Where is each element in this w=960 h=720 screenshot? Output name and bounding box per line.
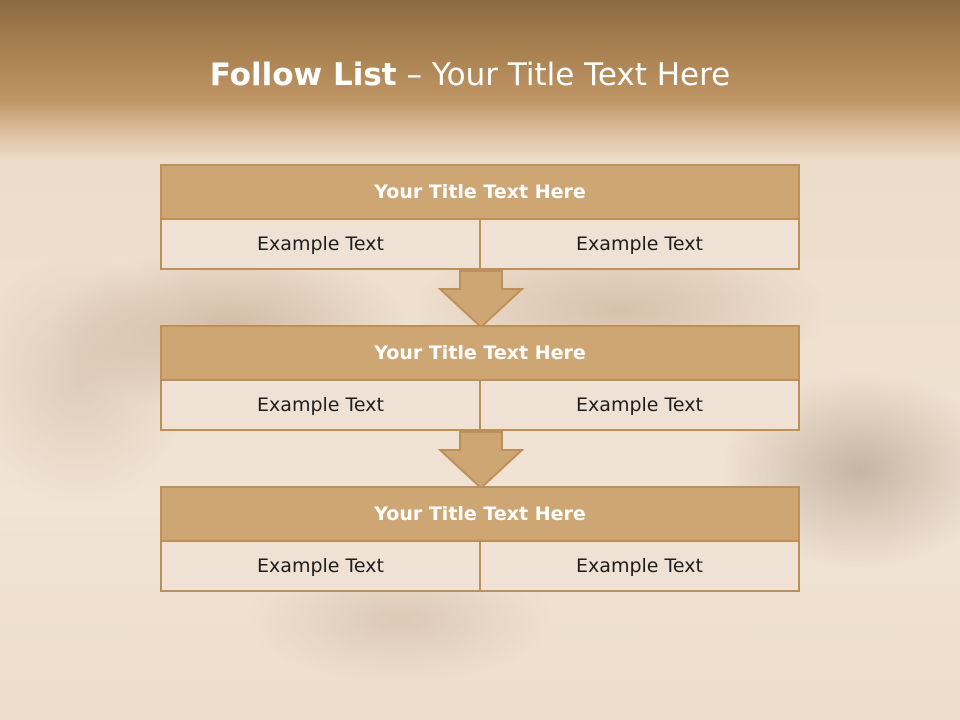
block-heading: Your Title Text Here [160, 325, 800, 381]
block-cell-right: Example Text [479, 220, 798, 268]
title-rest-part: – Your Title Text Here [396, 57, 731, 93]
list-block-1: Your Title Text Here Example Text Exampl… [160, 164, 800, 270]
slide-title: Follow List – Your Title Text Here [0, 52, 940, 98]
block-cell-right: Example Text [479, 381, 798, 429]
title-band [0, 0, 960, 160]
title-bold-part: Follow List [209, 57, 397, 93]
block-cell-left: Example Text [257, 394, 384, 416]
block-row: Example Text Example Text [160, 220, 800, 270]
down-arrow-icon [438, 270, 524, 328]
block-heading: Your Title Text Here [160, 486, 800, 542]
block-cell-left: Example Text [257, 555, 384, 577]
block-row: Example Text Example Text [160, 381, 800, 431]
block-cell-left: Example Text [257, 233, 384, 255]
block-row: Example Text Example Text [160, 542, 800, 592]
block-cell-right: Example Text [479, 542, 798, 590]
block-heading: Your Title Text Here [160, 164, 800, 220]
list-block-2: Your Title Text Here Example Text Exampl… [160, 325, 800, 431]
list-block-3: Your Title Text Here Example Text Exampl… [160, 486, 800, 592]
down-arrow-icon [438, 431, 524, 489]
